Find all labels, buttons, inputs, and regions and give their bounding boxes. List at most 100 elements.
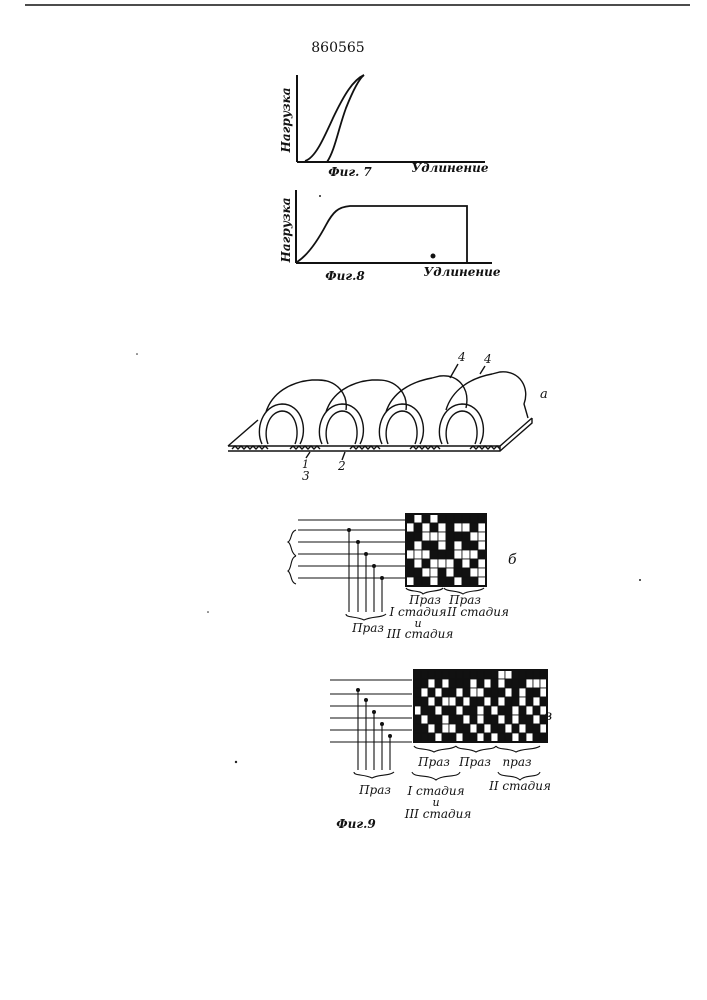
fig9c-cell [463,679,470,688]
fig9c-dot [380,722,384,726]
fig9a-leader-4a [450,364,458,378]
fig9c-cell [526,706,533,715]
fig9c-cell [456,679,463,688]
fig9c-cell [484,670,491,679]
fig9a-loop-2-inner [326,411,357,444]
fig9b-cell [422,532,430,541]
fig9b-cell [470,514,478,523]
fig9c-cell [498,688,505,697]
fig9c-cell [477,679,484,688]
fig9c-cell [470,733,477,742]
fig9c-cell [491,697,498,706]
fig9b-cell [446,532,454,541]
fig9c-cell [491,733,498,742]
fig9c-cell [512,706,519,715]
fig9c-cell [428,724,435,733]
fig9c-cell [498,724,505,733]
fig9c-brace-bottom [354,772,394,778]
fig9c-cell [428,688,435,697]
fig9b-cell [454,577,462,586]
fig9c-cell [456,706,463,715]
fig9b-cell [446,514,454,523]
fig9c-cell [463,724,470,733]
fig9b-stage-2: II стадия [446,605,509,619]
fig9c-cell [526,715,533,724]
fig9c-cell [484,679,491,688]
fig9c-cell [449,715,456,724]
fig9c-cell [505,715,512,724]
fig9c-cell [491,715,498,724]
fig9c-cell [533,715,540,724]
fig9c-p-left: Праз [358,783,391,797]
fig9b-cell [438,514,446,523]
fig9b-cell [422,577,430,586]
fig9b-cell [414,523,422,532]
fig9c-cell [526,670,533,679]
fig9b-cell [422,568,430,577]
fig9c-cell [512,724,519,733]
fig9c-cell [477,670,484,679]
fig9a-base-top-edge [228,420,258,446]
fig9b-cell [406,577,414,586]
fig9c-cell [435,715,442,724]
fig9b-brace-bottom [346,614,386,620]
fig9a-letter: а [540,387,548,402]
fig9b-cell [478,514,486,523]
fig9c-cell [540,670,547,679]
fig9b-brace-left [288,530,296,584]
fig9c-cell [463,670,470,679]
fig9c-cell [519,688,526,697]
fig9b-cell [414,514,422,523]
fig9c-p3: праз [502,755,531,769]
fig9b-cell [454,523,462,532]
fig8-dot [431,254,436,259]
fig9c-cell [421,670,428,679]
fig9b-weave-grid [406,514,486,586]
fig9b-cell [470,550,478,559]
fig9c-cell [498,706,505,715]
fig9c-cell [491,706,498,715]
fig9c-cell [505,688,512,697]
fig9c-cell [533,724,540,733]
fig9b-cell [430,559,438,568]
fig9b-cell [414,568,422,577]
fig9b-letter: б [508,552,517,568]
fig9c-cell [519,733,526,742]
fig9c-cell [477,724,484,733]
fig9c-cell [421,706,428,715]
fig9c-cell [470,688,477,697]
fig9c-cell [414,670,421,679]
fig9b-cell [446,577,454,586]
fig9c-cell [505,670,512,679]
fig9a-label-4b: 4 [483,352,492,366]
speck [207,611,209,613]
fig9b-cell [454,559,462,568]
fig9b-warp-lines [298,520,406,578]
fig9c-cell [533,670,540,679]
fig9b-cell [446,550,454,559]
fig9c-cell [442,724,449,733]
fig9c-dot [356,688,360,692]
fig9b-cell [462,532,470,541]
fig9b-cell [438,532,446,541]
fig9c-stage-2: II стадия [488,779,551,793]
fig9c-cell [533,688,540,697]
speck [235,761,237,763]
fig9b-cell [414,577,422,586]
fig9a-loop-3-inner [386,411,417,444]
fig9b-cell [438,541,446,550]
fig9c-cell [456,733,463,742]
fig7-chart: Нагрузка Фиг. 7 Удлинение [279,75,489,179]
fig9c-cell [512,679,519,688]
fig9b-cell [406,559,414,568]
fig9b-dot [364,552,368,556]
fig9b-stage-3: III стадия [386,627,454,641]
fig9c-cell [519,724,526,733]
fig9b-cell [462,568,470,577]
fig9c-cell [449,733,456,742]
fig9c-cell [470,706,477,715]
fig9b-cell [470,523,478,532]
fig9b-cell [422,523,430,532]
fig9b-cell [430,532,438,541]
fig9c-weave-grid [414,670,547,742]
